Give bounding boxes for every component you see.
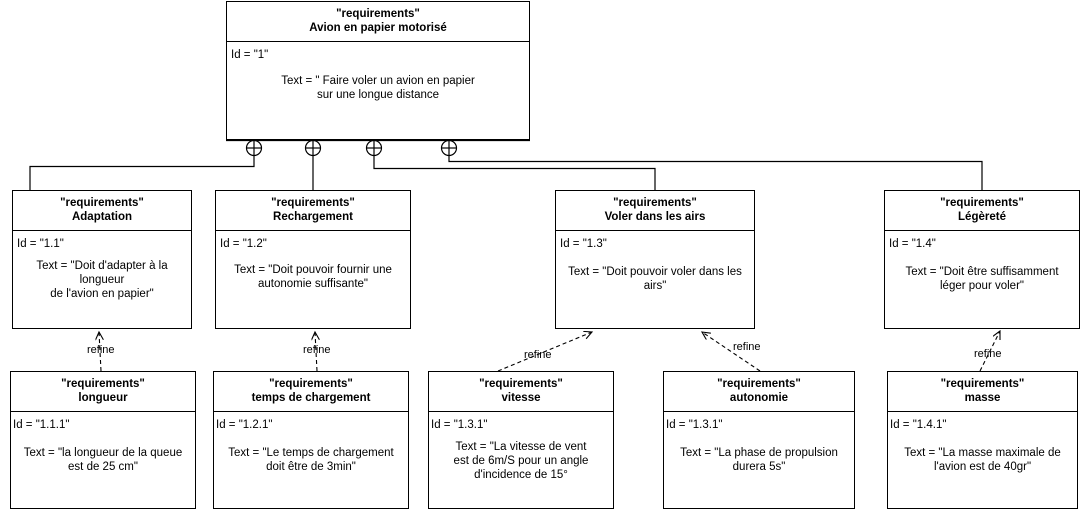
requirement-id: Id = "1.3"	[560, 238, 607, 250]
requirement-box-autonomie[interactable]: "requirements" autonomie Id = "1.3.1" Te…	[663, 371, 855, 509]
requirement-title: autonomie	[729, 392, 789, 404]
containment-edge-voler	[373, 155, 656, 190]
requirement-body-longueur: Id = "1.1.1" Text = "la longueur de la q…	[11, 412, 195, 508]
requirement-body-masse: Id = "1.4.1" Text = "La masse maximale d…	[888, 412, 1077, 508]
stereotype-label: "requirements"	[940, 378, 1025, 390]
requirement-box-rechargement[interactable]: "requirements" Rechargement Id = "1.2" T…	[215, 190, 411, 329]
containment-edge-legerete	[448, 155, 983, 190]
containment-node-voler	[365, 139, 383, 157]
requirement-id: Id = "1.1.1"	[13, 419, 70, 431]
requirement-header-rechargement: "requirements" Rechargement	[216, 191, 410, 231]
requirement-box-longueur[interactable]: "requirements" longueur Id = "1.1.1" Tex…	[10, 371, 196, 509]
stereotype-label: "requirements"	[336, 8, 420, 20]
containment-node-rechargement	[304, 139, 322, 157]
requirement-text: Text = "La masse maximale de l'avion est…	[904, 447, 1061, 473]
requirement-title: Légèreté	[958, 211, 1006, 223]
requirement-box-voler[interactable]: "requirements" Voler dans les airs Id = …	[555, 190, 755, 329]
requirement-header-root: "requirements" Avion en papier motorisé	[227, 2, 529, 42]
requirement-text: Text = "La vitesse de vent est de 6m/S p…	[453, 441, 589, 481]
requirement-id: Id = "1.4.1"	[890, 419, 947, 431]
stereotype-label: "requirements"	[717, 378, 801, 390]
requirement-box-root[interactable]: "requirements" Avion en papier motorisé …	[226, 1, 530, 140]
requirement-text: Text = "la longueur de la queue est de 2…	[23, 447, 183, 473]
requirement-box-temps[interactable]: "requirements" temps de chargement Id = …	[213, 371, 409, 509]
requirement-text: Text = "Le temps de chargement doit être…	[228, 447, 394, 473]
edge-label-refine-temps: refine	[303, 344, 331, 356]
stereotype-label: "requirements"	[271, 197, 355, 209]
stereotype-label: "requirements"	[613, 197, 697, 209]
requirement-box-legerete[interactable]: "requirements" Légèreté Id = "1.4" Text …	[884, 190, 1080, 329]
requirement-id: Id = "1.3.1"	[666, 419, 723, 431]
requirement-body-legerete: Id = "1.4" Text = "Doit être suffisammen…	[885, 231, 1079, 328]
requirement-body-rechargement: Id = "1.2" Text = "Doit pouvoir fournir …	[216, 231, 410, 328]
requirement-body-adaptation: Id = "1.1" Text = "Doit d'adapter à la l…	[13, 231, 191, 328]
requirement-title: vitesse	[501, 392, 541, 404]
requirement-id: Id = "1.2.1"	[216, 419, 273, 431]
requirement-header-legerete: "requirements" Légèreté	[885, 191, 1079, 231]
stereotype-label: "requirements"	[269, 378, 353, 390]
requirement-header-adaptation: "requirements" Adaptation	[13, 191, 191, 231]
requirement-body-temps: Id = "1.2.1" Text = "Le temps de chargem…	[214, 412, 408, 508]
containment-node-adaptation	[245, 139, 263, 157]
requirement-box-adaptation[interactable]: "requirements" Adaptation Id = "1.1" Tex…	[12, 190, 192, 329]
requirement-header-autonomie: "requirements" autonomie	[664, 372, 854, 412]
requirement-id: Id = "1.1"	[17, 238, 64, 250]
requirement-title: Rechargement	[273, 211, 353, 223]
requirement-header-masse: "requirements" masse	[888, 372, 1077, 412]
requirement-box-masse[interactable]: "requirements" masse Id = "1.4.1" Text =…	[887, 371, 1078, 509]
requirement-id: Id = "1"	[231, 49, 269, 61]
requirement-title: masse	[964, 392, 1001, 404]
stereotype-label: "requirements"	[940, 197, 1024, 209]
requirement-text: Text = "Doit être suffisamment léger pou…	[905, 266, 1059, 292]
requirement-box-vitesse[interactable]: "requirements" vitesse Id = "1.3.1" Text…	[428, 371, 614, 509]
edge-label-refine-masse: refine	[974, 348, 1002, 360]
requirement-title: Voler dans les airs	[604, 211, 706, 223]
stereotype-label: "requirements"	[479, 378, 563, 390]
requirement-body-vitesse: Id = "1.3.1" Text = "La vitesse de vent …	[429, 412, 613, 508]
requirement-id: Id = "1.4"	[889, 238, 936, 250]
requirement-text: Text = "Doit pouvoir fournir une autonom…	[234, 264, 392, 290]
requirement-header-longueur: "requirements" longueur	[11, 372, 195, 412]
requirement-text: Text = " Faire voler un avion en papier …	[281, 75, 475, 101]
edge-label-refine-longueur: refine	[87, 344, 115, 356]
requirement-header-vitesse: "requirements" vitesse	[429, 372, 613, 412]
requirement-title: Adaptation	[71, 211, 133, 223]
containment-edge-adaptation	[29, 155, 255, 190]
edge-label-refine-vitesse: refine	[524, 349, 552, 361]
requirement-id: Id = "1.2"	[220, 238, 267, 250]
requirement-title: temps de chargement	[251, 392, 371, 404]
requirement-body-autonomie: Id = "1.3.1" Text = "La phase de propuls…	[664, 412, 854, 508]
requirement-body-voler: Id = "1.3" Text = "Doit pouvoir voler da…	[556, 231, 754, 328]
requirement-body-root: Id = "1" Text = " Faire voler un avion e…	[227, 42, 529, 139]
edge-label-refine-autonomie: refine	[733, 341, 761, 353]
requirement-id: Id = "1.3.1"	[431, 419, 488, 431]
requirement-title: Avion en papier motorisé	[309, 22, 447, 34]
requirement-title: longueur	[78, 392, 128, 404]
requirement-header-temps: "requirements" temps de chargement	[214, 372, 408, 412]
stereotype-label: "requirements"	[61, 378, 145, 390]
requirement-header-voler: "requirements" Voler dans les airs	[556, 191, 754, 231]
requirement-text: Text = "La phase de propulsion durera 5s…	[680, 447, 838, 473]
requirement-text: Text = "Doit d'adapter à la longueur de …	[36, 260, 168, 300]
stereotype-label: "requirements"	[60, 197, 144, 209]
containment-node-legerete	[440, 139, 458, 157]
requirement-text: Text = "Doit pouvoir voler dans les airs…	[568, 266, 742, 292]
